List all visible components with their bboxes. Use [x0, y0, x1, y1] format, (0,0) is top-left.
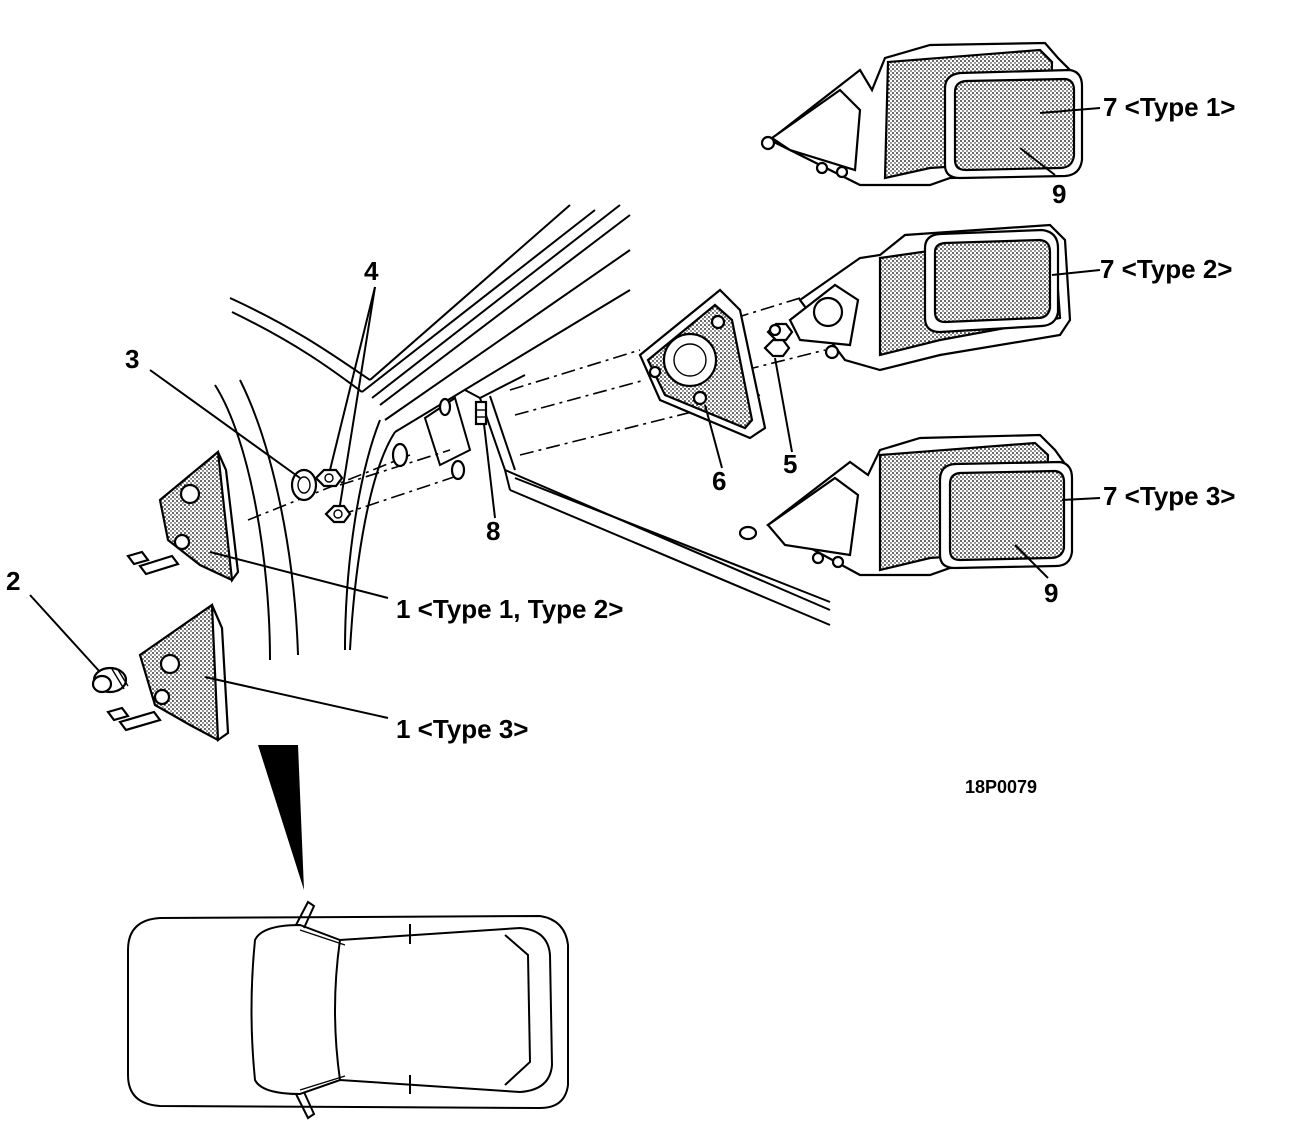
- part-6-base: [638, 288, 767, 440]
- part-8-clip: [474, 400, 488, 426]
- part-1-bracket-type12: [126, 449, 240, 583]
- mirror-type-2: [768, 223, 1072, 372]
- car-top-view: [127, 900, 569, 1120]
- callout-2: 2: [6, 566, 20, 596]
- callout-3: 3: [125, 344, 139, 374]
- assembly-lines: [247, 294, 826, 521]
- part-2-knob: [91, 666, 129, 694]
- leader-lines: [29, 107, 1101, 719]
- location-pointer: [258, 745, 304, 890]
- callout-1-type3: 1 <Type 3>: [396, 714, 529, 744]
- mirror-type-3: [738, 433, 1074, 577]
- callout-4: 4: [364, 256, 379, 286]
- part-4-nuts: [314, 468, 352, 524]
- part-1-bracket-type3: [106, 603, 230, 743]
- door-panel-cutout: [391, 396, 472, 481]
- figure-code: 18P0079: [965, 777, 1037, 797]
- callout-1-type12: 1 <Type 1, Type 2>: [396, 594, 623, 624]
- callout-labels: 7 <Type 1> 9 7 <Type 2> 7 <Type 3> 9 4 3…: [6, 92, 1236, 797]
- callout-7-type2: 7 <Type 2>: [1100, 254, 1233, 284]
- callout-9-lower: 9: [1044, 578, 1058, 608]
- mirror-type-1: [760, 41, 1084, 187]
- door-frame: [214, 204, 831, 661]
- callout-7-type3: 7 <Type 3>: [1103, 481, 1236, 511]
- callout-6: 6: [712, 466, 726, 496]
- callout-8: 8: [486, 516, 500, 546]
- callout-5: 5: [783, 449, 797, 479]
- callout-9-upper: 9: [1052, 179, 1066, 209]
- callout-7-type1: 7 <Type 1>: [1103, 92, 1236, 122]
